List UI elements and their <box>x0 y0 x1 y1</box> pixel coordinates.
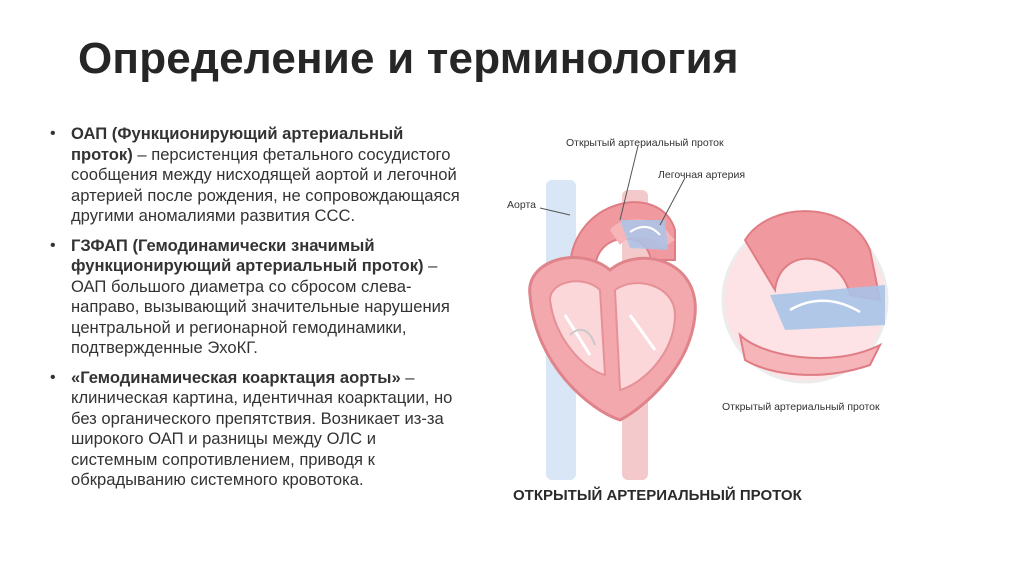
chordae <box>563 314 657 356</box>
zoom-flow-arrow <box>789 299 861 314</box>
bullet-list: ОАП (Функционирующий артериальный проток… <box>48 124 466 500</box>
ductus-arteriosus <box>620 220 668 250</box>
label-zoom-duct: Открытый артериальный проток <box>722 401 880 413</box>
leader-pulmonary <box>659 177 686 226</box>
bullet-text: – клиническая картина, идентичная коаркт… <box>71 367 453 490</box>
label-aorta: Аорта <box>507 199 536 211</box>
zoom-ductus <box>770 285 885 330</box>
bullet-term: ОАП (Функционирующий артериальный проток… <box>71 124 404 164</box>
leader-duct <box>619 145 639 221</box>
bullet-text: – ОАП большого диаметра со сбросом слева… <box>71 256 450 357</box>
valve <box>569 328 596 346</box>
bullet-term: «Гемодинамическая коарктация аорты» <box>71 367 401 387</box>
flow-arrow <box>629 226 661 236</box>
label-pulmonary-artery: Легочная артерия <box>658 169 746 181</box>
right-ventricle <box>548 280 607 377</box>
bullet-text: – персистенция фетального сосудистого со… <box>71 144 460 226</box>
bullet-item-gzfap: ГЗФАП (Гемодинамически значимый функцион… <box>48 236 466 359</box>
label-open-duct: Открытый артериальный проток <box>566 137 724 149</box>
figure-caption: ОТКРЫТЫЙ АРТЕРИАЛЬНЫЙ ПРОТОК <box>513 487 802 504</box>
bullet-item-oap: ОАП (Функционирующий артериальный проток… <box>48 124 466 227</box>
heart-diagram-svg <box>528 145 889 480</box>
bullet-item-coarctation: «Гемодинамическая коарктация аорты» – кл… <box>48 368 466 491</box>
bullet-term: ГЗФАП (Гемодинамически значимый функцион… <box>71 235 424 276</box>
zoom-vessel <box>738 331 883 376</box>
slide-title: Определение и терминология <box>78 34 739 83</box>
heart-illustration: Открытый артериальный проток Легочная ар… <box>470 120 920 520</box>
leader-aorta <box>539 207 571 216</box>
